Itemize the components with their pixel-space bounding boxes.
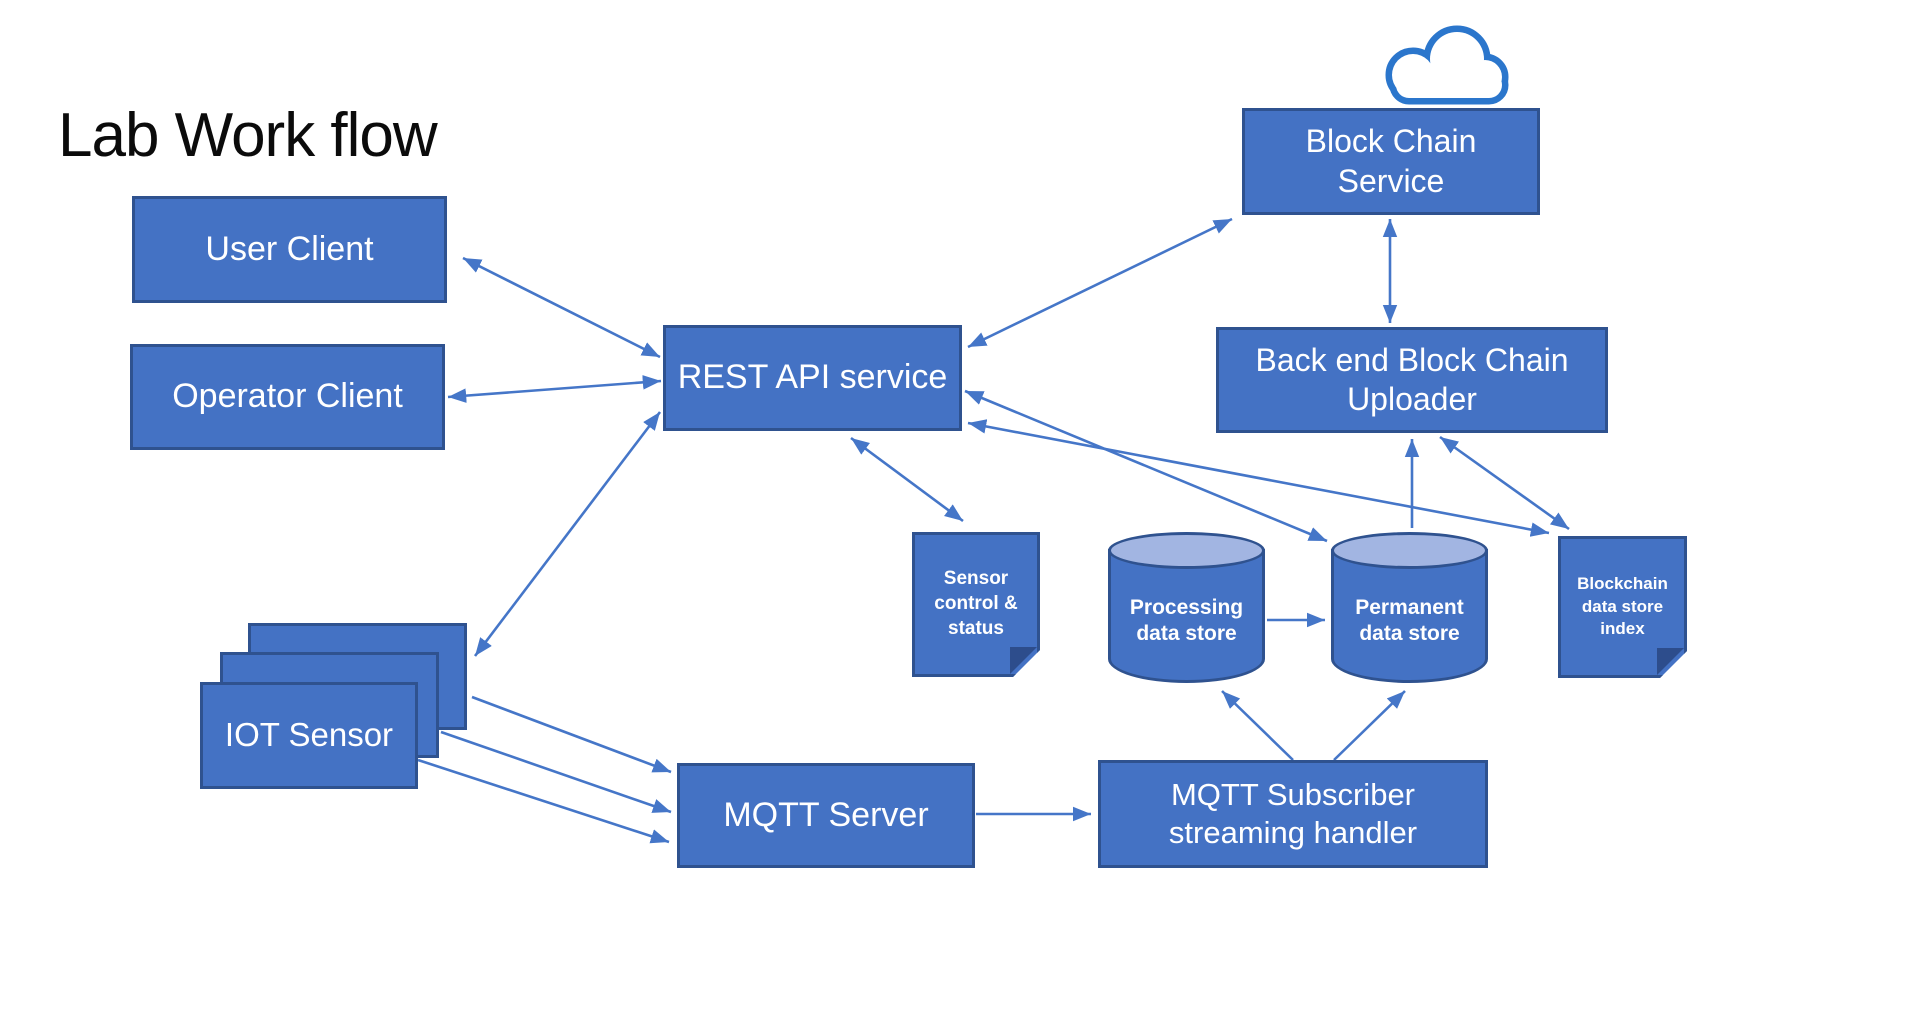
node-mqtt-server: MQTT Server — [677, 763, 975, 868]
node-label: MQTT Server — [723, 795, 929, 834]
node-backend-blockchain-uploader: Back end Block Chain Uploader — [1216, 327, 1608, 433]
node-label: User Client — [205, 229, 374, 268]
edge-subscriber-processing — [1221, 690, 1294, 761]
node-operator-client: Operator Client — [130, 344, 445, 450]
edge-restapi-iotsensor — [473, 411, 662, 657]
node-mqtt-subscriber-streaming-handler: MQTT Subscriber streaming handler — [1098, 760, 1488, 868]
cylinder-top — [1108, 532, 1265, 569]
edge-restapi-blockchainservice — [967, 217, 1233, 349]
node-sensor-control-status-note: Sensor control & status — [912, 532, 1040, 677]
node-label: Back end Block Chain Uploader — [1255, 341, 1569, 417]
edge-userclient-restapi — [462, 256, 661, 359]
node-label: Block Chain Service — [1305, 123, 1477, 199]
page-title: Lab Work flow — [58, 101, 438, 170]
node-permanent-data-store: Permanent data store — [1331, 532, 1488, 683]
node-user-client: User Client — [132, 196, 447, 303]
node-label: MQTT Subscriber streaming handler — [1168, 777, 1418, 850]
node-label: Blockchain data store index — [1577, 574, 1668, 639]
edge-iot2-mqttserver — [440, 730, 672, 814]
node-label: REST API service — [677, 358, 948, 397]
node-label: IOT Sensor — [224, 716, 394, 754]
cylinder-top — [1331, 532, 1488, 569]
node-block-chain-service: Block Chain Service — [1242, 108, 1540, 215]
edge-subscriber-permanent — [1333, 690, 1406, 761]
node-label: Sensor control & status — [934, 568, 1018, 639]
node-label: Permanent data store — [1355, 596, 1464, 645]
edge-operatorclient-restapi — [447, 375, 662, 403]
cloud-icon — [1385, 25, 1509, 105]
node-iot-sensor: IOT Sensor — [200, 682, 418, 789]
node-rest-api-service: REST API service — [663, 325, 962, 431]
node-processing-data-store: Processing data store — [1108, 532, 1265, 683]
edge-iot3-mqttserver — [417, 758, 670, 844]
node-label: Processing data store — [1129, 596, 1244, 645]
edge-uploader-indexnote — [1439, 435, 1570, 531]
node-label: Operator Client — [172, 377, 403, 416]
node-blockchain-data-store-index-note: Blockchain data store index — [1558, 536, 1687, 678]
edge-iot1-mqttserver — [471, 695, 672, 774]
edge-restapi-sensornote — [850, 436, 964, 523]
edge-restapi-indexnote — [967, 419, 1550, 537]
